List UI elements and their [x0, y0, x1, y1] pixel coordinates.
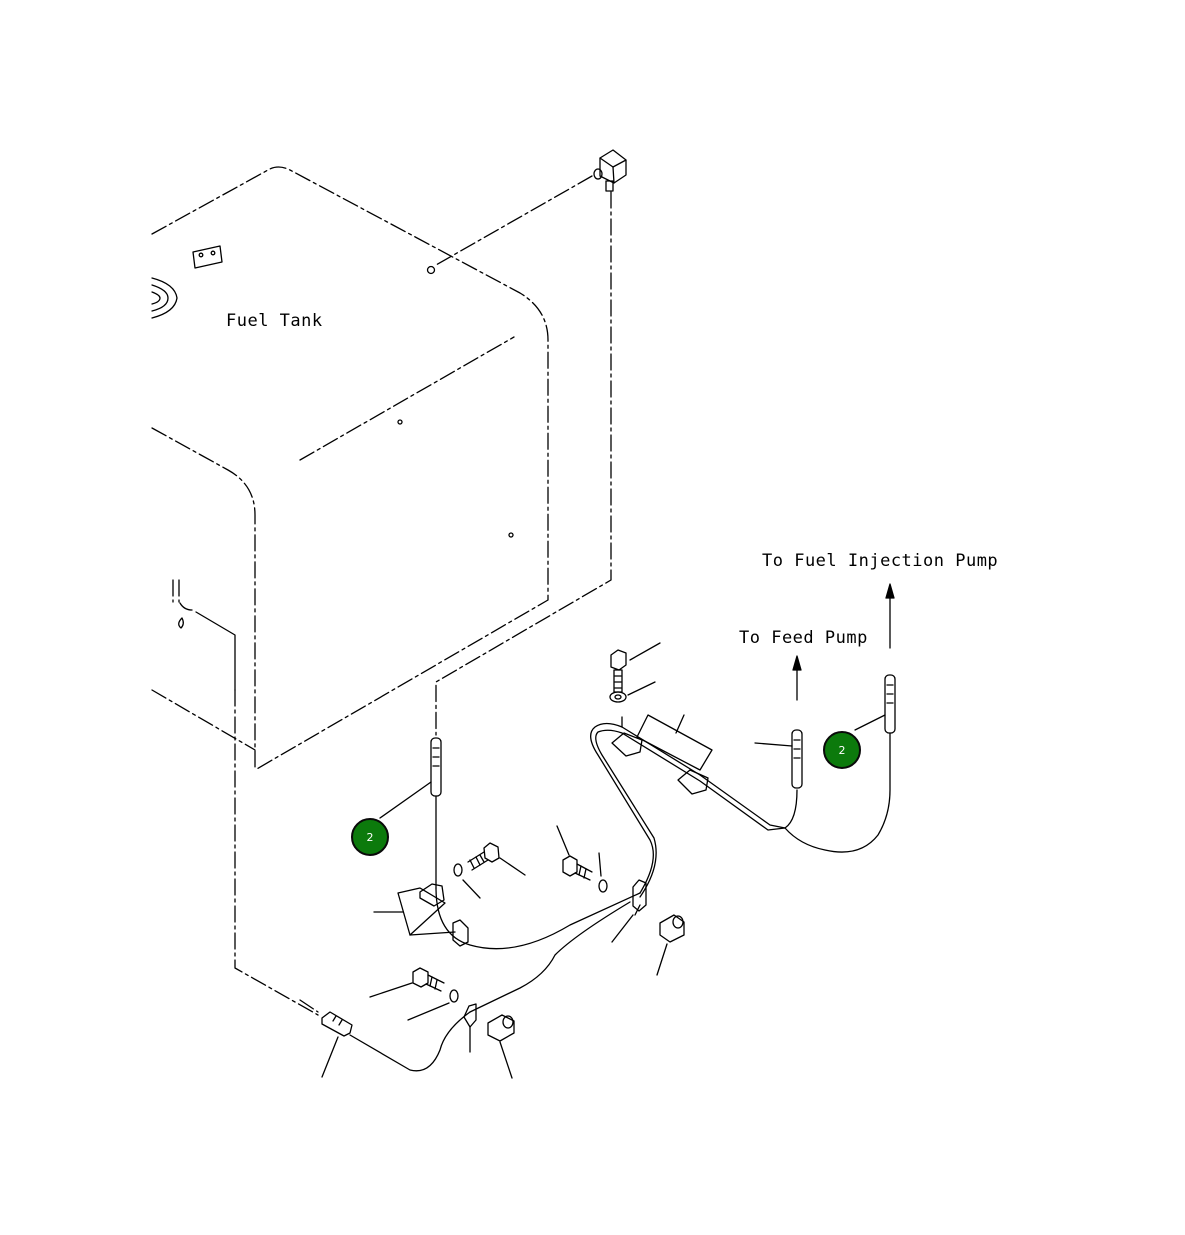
gauge-plate	[193, 246, 222, 268]
upper-pipe-bracket	[612, 715, 712, 794]
to-fuel-injection-pump-label: To Fuel Injection Pump	[762, 551, 999, 571]
part-callout-hose-left[interactable]: 2	[351, 818, 389, 856]
pipe-clamp-center	[633, 880, 646, 915]
arrow-to-feed-pump	[793, 656, 801, 700]
arrow-to-injection-pump	[886, 584, 894, 648]
washer-lower-left	[450, 990, 458, 1002]
hose-injection-pump	[885, 675, 895, 733]
spacer-center	[660, 915, 684, 942]
spacer-lower	[488, 1015, 514, 1041]
washer-center-right	[599, 880, 607, 892]
fuel-tank	[152, 167, 548, 770]
washer-center-left	[454, 864, 462, 876]
clamp-left-lower	[410, 920, 468, 946]
hose-left	[431, 738, 441, 888]
hose-feed-pump	[792, 730, 802, 788]
filler-cap	[152, 278, 177, 318]
part-callout-hose-right[interactable]: 2	[823, 731, 861, 769]
fuel-tank-label: Fuel Tank	[226, 311, 323, 331]
bolt-center-right	[563, 856, 592, 880]
to-feed-pump-label: To Feed Pump	[739, 628, 868, 648]
tank-drain-outlet	[173, 580, 235, 690]
elbow-fitting	[594, 150, 626, 191]
bolt-center-left	[468, 843, 499, 870]
clamp-left-upper	[398, 884, 445, 935]
bolt-lower-left	[413, 968, 444, 991]
bolt-top	[611, 650, 626, 692]
clip-lower	[464, 1004, 476, 1027]
lower-fuel-pipe	[350, 724, 890, 1071]
hose-end-lower	[322, 1012, 352, 1036]
washer-top	[610, 692, 626, 702]
